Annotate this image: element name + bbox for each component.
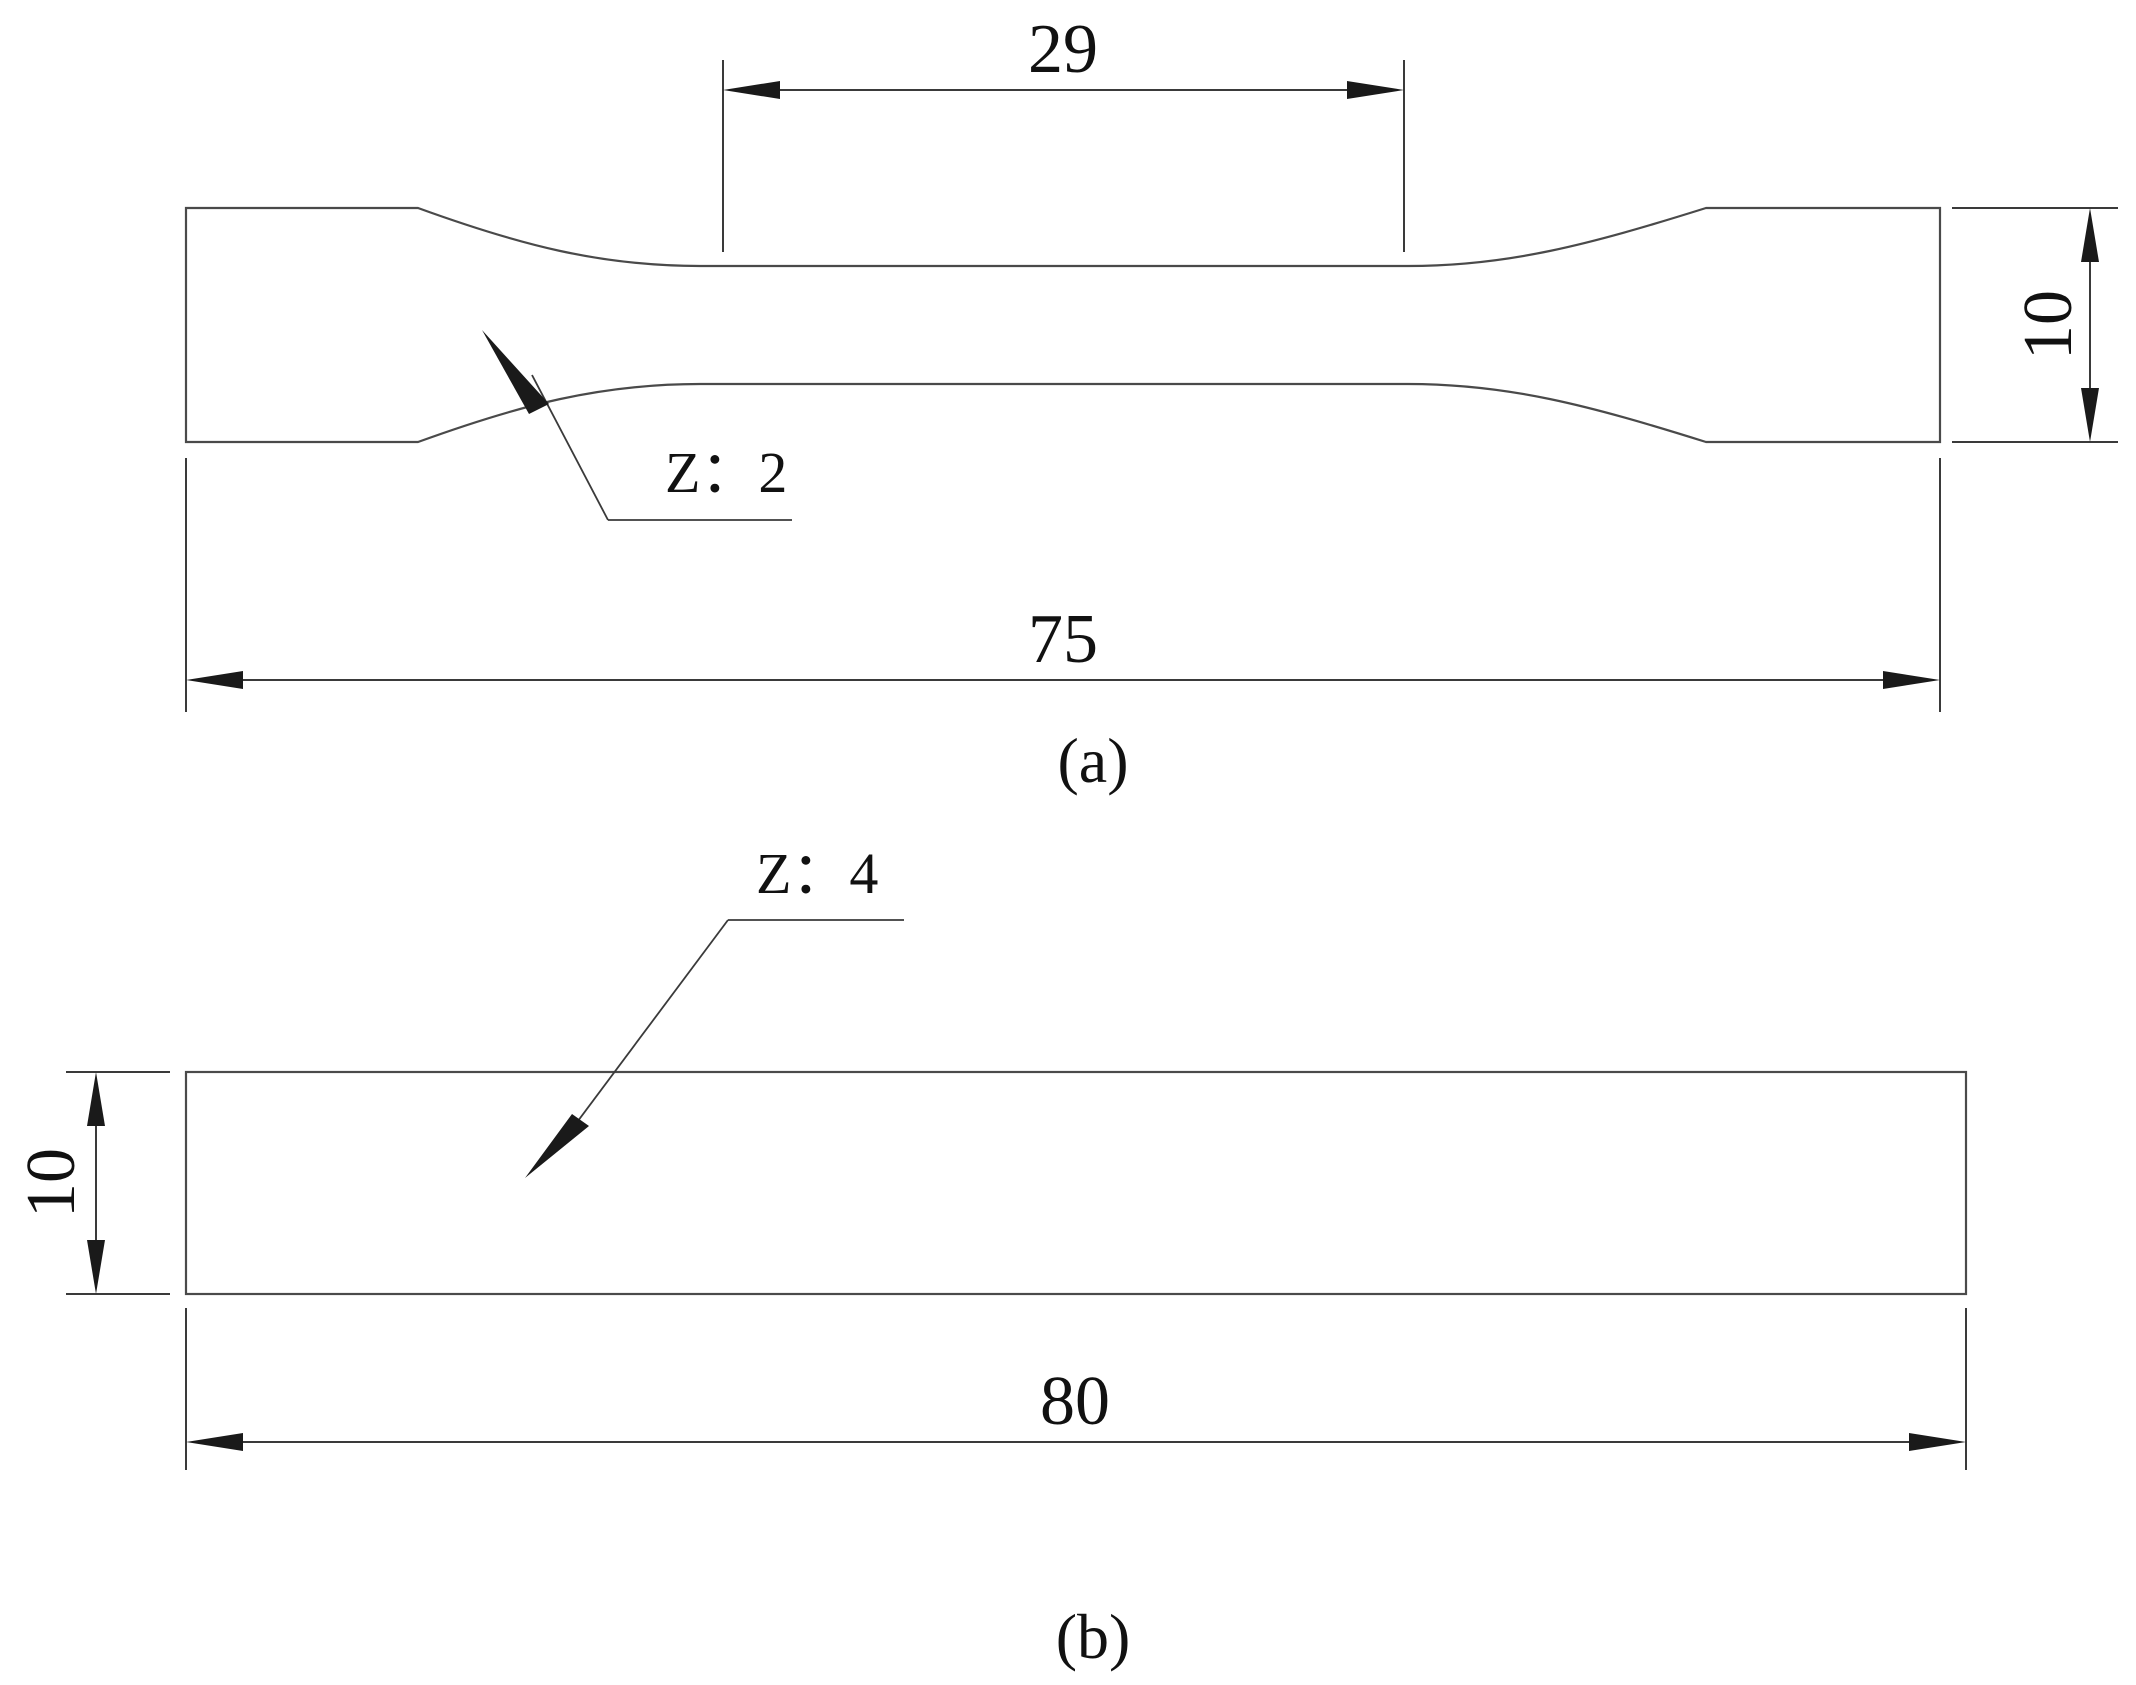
overall-length-label-a: 75 (1028, 601, 1098, 678)
thickness-leader-a: Z：2 (482, 330, 792, 521)
thickness-note-a: Z：2 (665, 440, 787, 505)
specimen-a-outline (184, 206, 1942, 444)
overall-length-dimension-b: 80 (185, 1308, 1967, 1470)
specimen-a: 29 10 Z：2 75 (a) (184, 11, 2118, 796)
specimen-b-outline (184, 1070, 1968, 1296)
width-dimension-a: 10 (1952, 207, 2118, 443)
width-label-a: 10 (2010, 290, 2087, 360)
gauge-length-label: 29 (1028, 11, 1098, 88)
thickness-note-b: Z：4 (756, 841, 878, 906)
overall-length-dimension-a: 75 (185, 458, 1941, 712)
specimen-b: Z：4 10 80 (b) (13, 841, 1968, 1672)
thickness-leader-b: Z：4 (525, 841, 904, 1178)
gauge-length-dimension: 29 (722, 11, 1405, 252)
caption-b: (b) (1056, 1601, 1131, 1672)
caption-a: (a) (1057, 725, 1128, 796)
width-dimension-b: 10 (13, 1071, 170, 1295)
overall-length-label-b: 80 (1040, 1363, 1110, 1440)
width-label-b: 10 (13, 1148, 90, 1218)
